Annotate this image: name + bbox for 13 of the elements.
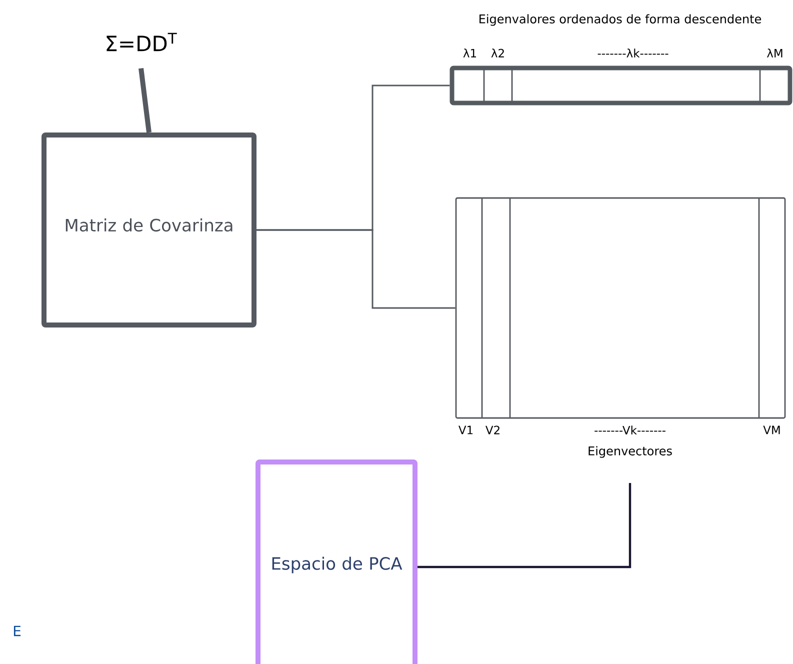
cell-label: -------λk------- [598,48,668,58]
formula: Σ=DD$^{T}$ [106,32,177,52]
connector [256,229,456,309]
letter-label: E [14,626,21,636]
pca-space-box: Espacio de PCA [256,460,418,664]
connector [138,68,152,133]
node-label: Eigenvalores ordenados de forma descendente [480,14,762,26]
cell-label: λ1 [463,48,476,58]
cell-label: λM [766,48,782,58]
matrix-box: Matriz de Covarinza [42,132,256,328]
cell-label: λ2 [491,48,504,58]
node-label: Eigenvectores [588,446,672,458]
connector [418,483,632,568]
